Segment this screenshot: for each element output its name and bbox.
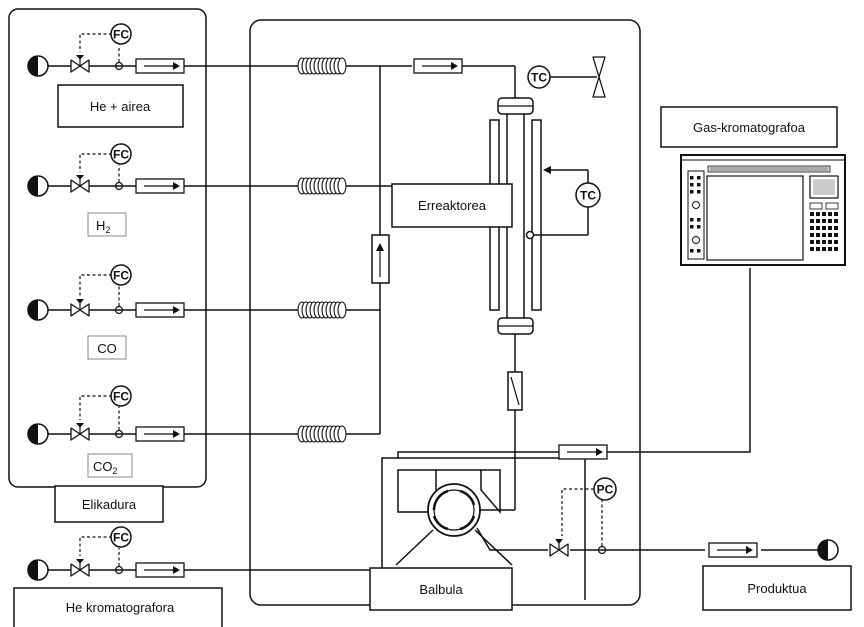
flowmeter-icon [135, 58, 185, 74]
gas-cylinder-icon [27, 559, 49, 581]
he-chromatograph-label: He kromatografora [66, 600, 175, 615]
preheat-coil-icon [297, 57, 347, 75]
h2-box [87, 212, 127, 237]
control-valve-icon [70, 298, 90, 317]
valve-label: Balbula [419, 582, 463, 597]
gas-cylinder-icon [27, 423, 49, 445]
he-air-label: He + airea [90, 99, 151, 114]
pressure-controller-label: PC [597, 483, 614, 497]
product-box [702, 565, 852, 611]
pressure-valve-icon [549, 538, 569, 557]
preheat-coil-icon [297, 425, 347, 443]
temperature-controller-label: TC [531, 71, 547, 85]
control-valve-icon [70, 54, 90, 73]
control-valve-icon [70, 558, 90, 577]
co2-box [87, 453, 133, 478]
h2-label: H2 [96, 218, 110, 235]
gas-chromatograph-device-icon [680, 154, 846, 266]
reactor-label: Erreaktorea [418, 198, 487, 213]
flowmeter-icon [558, 444, 608, 460]
feed-frame [8, 8, 207, 488]
flowmeter-icon [135, 178, 185, 194]
feed-box [54, 485, 164, 523]
reactor-box [391, 183, 513, 228]
feed-label: Elikadura [82, 497, 137, 512]
fan-icon [592, 56, 606, 98]
flow-controller-label: FC [113, 148, 129, 162]
flowmeter-icon [413, 58, 463, 74]
flowmeter-icon [708, 542, 758, 558]
product-label: Produktua [747, 581, 807, 596]
control-valve-icon [70, 422, 90, 441]
gas-cylinder-icon [27, 55, 49, 77]
he-air-box [57, 84, 184, 128]
co2-label: CO2 [93, 459, 118, 476]
flowmeter-icon [135, 302, 185, 318]
preheat-coil-icon [297, 301, 347, 319]
control-valve-icon [70, 174, 90, 193]
gas-cylinder-icon [27, 299, 49, 321]
multiport-valve-icon [427, 483, 481, 537]
temperature-controller-label: TC [580, 189, 596, 203]
product-vessel-icon [817, 539, 839, 561]
flow-controller-label: FC [113, 269, 129, 283]
flow-controller-label: FC [113, 531, 129, 545]
gas-chromatograph-title-box [660, 106, 838, 148]
flow-controller-label: FC [113, 28, 129, 42]
valve-box [369, 567, 513, 611]
gas-cylinder-icon [27, 175, 49, 197]
preheat-coil-icon [297, 177, 347, 195]
co-box [87, 335, 127, 360]
flow-controller-label: FC [113, 390, 129, 404]
valve-right-wing [480, 469, 501, 515]
flowmeter-icon [135, 426, 185, 442]
gas-chromatograph-label: Gas-kromatografoa [693, 120, 806, 135]
co-label: CO [97, 341, 117, 356]
furnace-right-wall [531, 119, 542, 311]
flowmeter-icon [135, 562, 185, 578]
